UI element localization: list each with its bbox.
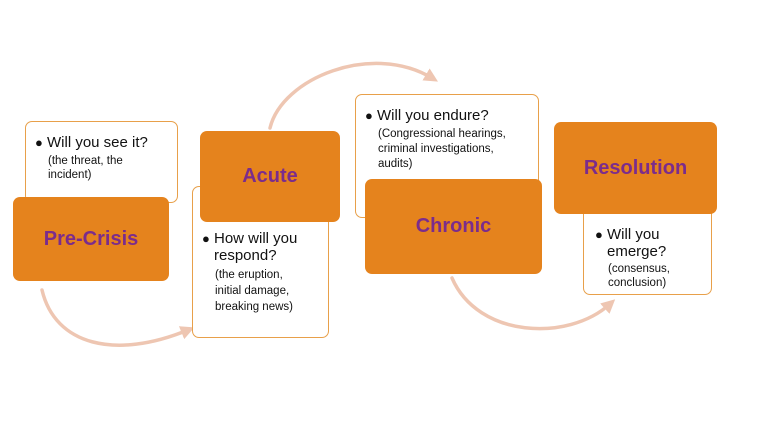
phase-precrisis: Pre-Crisis (13, 197, 169, 281)
bullet-dot-icon: ● (595, 227, 603, 242)
chronic-detail: (Congressional hearings, criminal invest… (378, 128, 506, 170)
bullet-dot-icon: ● (202, 231, 210, 246)
bullet-dot-icon: ● (365, 108, 373, 123)
chronic-question: Will you endure? (377, 107, 489, 124)
resolution-question-line-1: Will you (607, 226, 660, 243)
phase-resolution: Resolution (554, 122, 717, 214)
precrisis-note: ● Will you see it? (the threat, the inci… (25, 121, 178, 203)
phase-precrisis-label: Pre-Crisis (43, 227, 139, 250)
phase-chronic-label: Chronic (415, 215, 492, 237)
phase-acute-label: Acute (242, 165, 298, 187)
phase-resolution-label: Resolution (583, 156, 688, 179)
arrow-chronic-to-resolution (450, 276, 616, 331)
resolution-note: ● Will you emerge? (consensus, conclusio… (583, 201, 712, 295)
acute-detail: (the eruption, initial damage, breaking … (215, 269, 293, 313)
phase-chronic: Chronic (365, 179, 542, 274)
phase-acute: Acute (200, 131, 340, 222)
acute-question-line-2: respond? (214, 247, 277, 264)
resolution-detail: (consensus, conclusion) (608, 263, 671, 289)
resolution-question-line-2: emerge? (607, 243, 667, 260)
precrisis-detail: (the threat, the incident) (48, 155, 123, 181)
arrow-acute-to-chronic (268, 61, 439, 130)
arrow-precrisis-to-acute (40, 288, 195, 347)
acute-question-line-1: How will you (214, 230, 298, 247)
precrisis-question: Will you see it? (47, 134, 148, 151)
bullet-dot-icon: ● (35, 135, 43, 150)
